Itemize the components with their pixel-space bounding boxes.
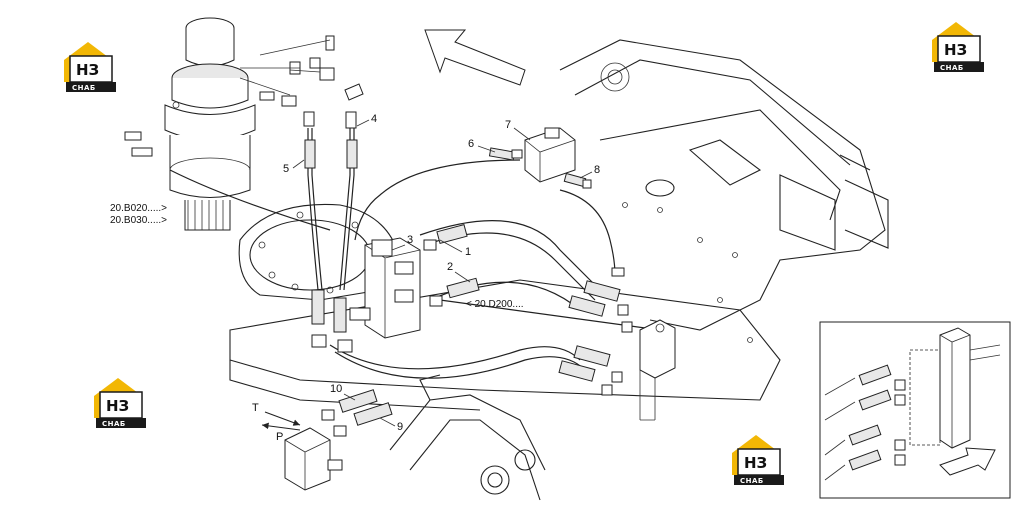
label-1: 1 bbox=[465, 246, 471, 258]
swivel-joint bbox=[164, 17, 256, 231]
upper-frame bbox=[559, 39, 889, 331]
label-T: T bbox=[252, 402, 259, 414]
direction-arrow bbox=[424, 29, 526, 86]
logo-bottom: НЗ СНАБ bbox=[732, 435, 784, 485]
logo-text-bottom: СНАБ bbox=[72, 84, 96, 92]
logo-text-top: НЗ bbox=[744, 454, 767, 472]
label-10: 10 bbox=[330, 383, 342, 395]
label-4: 4 bbox=[371, 113, 377, 125]
label-5: 5 bbox=[283, 163, 289, 175]
inset-detail bbox=[819, 321, 1011, 499]
logo-top-right: НЗ СНАБ bbox=[932, 22, 984, 72]
hoses bbox=[169, 128, 661, 379]
ref-20-b030: 20.B030.....> bbox=[110, 215, 167, 226]
ref-20-d200: < 20.D200.... bbox=[466, 299, 524, 310]
references: 20.B020.....> 20.B030.....> < 20.D200...… bbox=[110, 203, 524, 310]
logo-text-bottom: СНАБ bbox=[740, 477, 764, 485]
logo-text-top: НЗ bbox=[76, 61, 99, 79]
top-fittings bbox=[124, 35, 364, 157]
part-labels: 1 2 3 4 5 6 7 8 9 10 T P bbox=[252, 113, 600, 443]
lower-block bbox=[261, 389, 393, 491]
logo-left: НЗ СНАБ bbox=[94, 378, 146, 428]
label-2: 2 bbox=[447, 261, 453, 273]
logo-text-top: НЗ bbox=[106, 397, 129, 415]
right-block bbox=[558, 280, 676, 421]
label-3: 3 bbox=[407, 234, 413, 246]
label-6: 6 bbox=[468, 138, 474, 150]
label-8: 8 bbox=[594, 164, 600, 176]
logo-top-left: НЗ СНАБ bbox=[64, 42, 116, 92]
center-valve bbox=[311, 237, 421, 353]
label-P: P bbox=[276, 431, 283, 443]
logo-text-top: НЗ bbox=[944, 41, 967, 59]
logo-text-bottom: СНАБ bbox=[102, 420, 126, 428]
ref-20-b020: 20.B020.....> bbox=[110, 203, 167, 214]
valve-7 bbox=[488, 127, 625, 277]
label-7: 7 bbox=[505, 119, 511, 131]
hose-1-2 bbox=[423, 223, 480, 307]
boom-arm bbox=[389, 374, 546, 501]
logo-text-bottom: СНАБ bbox=[940, 64, 964, 72]
label-9: 9 bbox=[397, 421, 403, 433]
